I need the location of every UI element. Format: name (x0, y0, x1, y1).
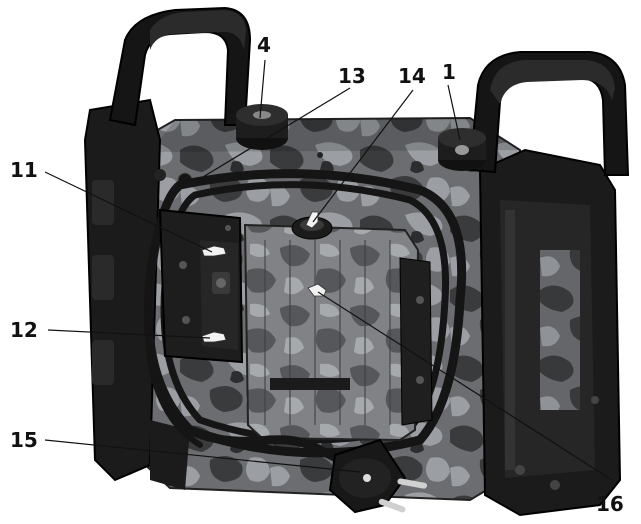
leader-lines (44, 59, 613, 481)
knob-1 (438, 128, 486, 171)
callout-16: 16 (596, 492, 624, 516)
callout-1: 1 (442, 60, 456, 84)
callout-14: 14 (398, 64, 426, 88)
callout-11: 11 (10, 158, 38, 182)
knob-4 (236, 104, 288, 150)
callout-15: 15 (10, 428, 38, 452)
callout-12: 12 (10, 318, 38, 342)
callout-4: 4 (257, 33, 271, 57)
callout-13: 13 (338, 64, 366, 88)
hand-pointer-icons (201, 211, 327, 343)
power-plug-15 (328, 438, 428, 514)
battery-compartment-16 (243, 223, 420, 442)
